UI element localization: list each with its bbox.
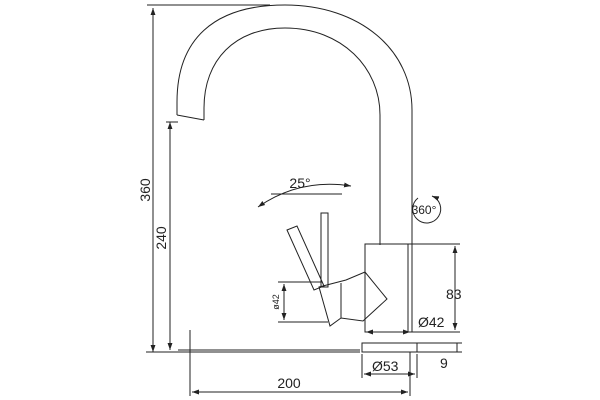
label-25deg: 25° [289,175,310,191]
swivel-arrow [412,195,442,224]
spout-outer [176,4,413,245]
lever-handle [318,271,388,327]
spout-tip [176,114,205,121]
label-200: 200 [277,375,301,391]
label-83: 83 [446,286,462,302]
lever-rod-vertical [320,212,329,288]
spout-inner [203,27,381,245]
lever-rod-tilted [286,225,325,291]
label-body-dia: Ø42 [418,314,445,330]
label-base-dia: Ø53 [372,358,399,374]
mixer-base [361,342,418,353]
dim-arc-25deg [257,182,352,208]
label-handle-dia: ø42 [271,294,281,310]
mixer-body [364,243,413,333]
label-240: 240 [153,226,169,250]
label-9: 9 [440,355,448,371]
label-360deg: 360° [412,203,437,217]
label-360: 360 [137,178,153,202]
